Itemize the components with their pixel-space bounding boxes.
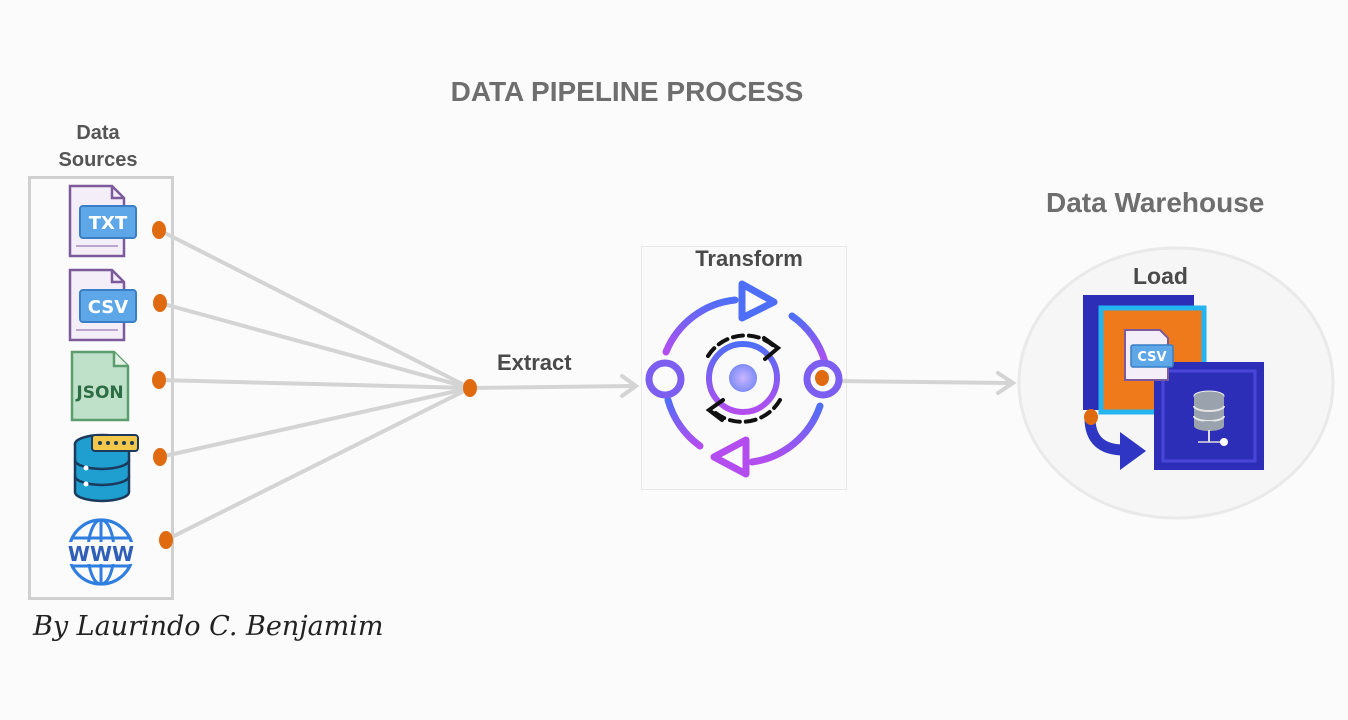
connector-json xyxy=(157,378,472,390)
data-warehouse-label: Data Warehouse xyxy=(1046,187,1265,218)
warehouse-database-icon xyxy=(1193,390,1228,446)
csv-file-icon: CSV xyxy=(68,268,137,342)
dot-db xyxy=(153,448,167,466)
load-label: Load xyxy=(1133,263,1188,289)
connector-db xyxy=(158,386,472,459)
dot-txt xyxy=(152,221,166,239)
transform-label: Transform xyxy=(695,246,803,271)
csv-icon-label: CSV xyxy=(88,297,129,318)
connector-dots xyxy=(152,221,1098,549)
web-icon-label: WWW xyxy=(68,542,134,566)
extract-label: Extract xyxy=(497,350,572,375)
dot-load xyxy=(1084,409,1098,425)
connector-web xyxy=(164,386,472,542)
refresh-icon xyxy=(705,333,782,424)
page-title: DATA PIPELINE PROCESS xyxy=(450,76,804,107)
dot-extract xyxy=(463,379,477,397)
database-icon xyxy=(73,433,139,503)
transform-cycle-icon xyxy=(645,280,843,478)
dot-csv xyxy=(153,294,167,312)
web-icon: WWW xyxy=(64,518,138,586)
author-signature: By Laurindo C. Benjamim xyxy=(33,611,384,642)
cycle-arrow-top-icon xyxy=(738,280,778,322)
dot-transform xyxy=(815,370,829,386)
connector-lines xyxy=(157,228,1017,542)
txt-file-icon: TXT xyxy=(68,184,137,258)
warehouse-csv-label: CSV xyxy=(1137,350,1166,365)
txt-icon-label: TXT xyxy=(89,213,128,234)
json-icon-label: JSON xyxy=(75,383,123,403)
connector-extract xyxy=(468,384,635,390)
cycle-node-left xyxy=(645,359,685,399)
connector-csv xyxy=(158,301,472,390)
cycle-arrow-bottom-icon xyxy=(710,436,750,478)
dot-web xyxy=(159,531,173,549)
warehouse-icon: CSV xyxy=(1083,295,1264,470)
warehouse-csv-file-icon: CSV xyxy=(1124,329,1174,381)
dot-json xyxy=(152,371,166,389)
connector-load xyxy=(828,379,1012,385)
arrowhead-extract xyxy=(620,374,640,398)
json-file-icon: JSON xyxy=(70,350,130,422)
data-sources-box xyxy=(28,176,174,600)
connector-txt xyxy=(157,228,472,390)
data-sources-label: Data Sources xyxy=(58,122,138,171)
arrowhead-load xyxy=(996,371,1017,395)
